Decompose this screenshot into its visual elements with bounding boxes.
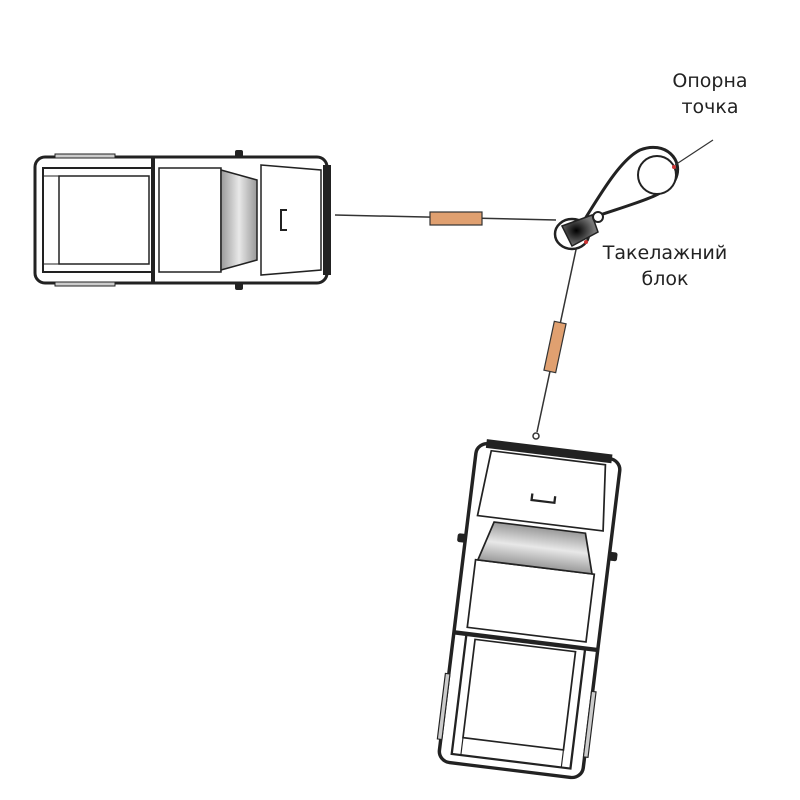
- truck-stuck: [33, 148, 333, 292]
- snatch-block-label: Такелажний блок: [590, 240, 740, 292]
- anchor-pointer-line: [674, 139, 714, 166]
- cable-damper-2: [543, 320, 567, 374]
- anchor-point-label: Опорна точка: [650, 68, 770, 120]
- pulley-label-line2: блок: [641, 268, 689, 290]
- anchor-label-line1: Опорна: [672, 70, 748, 92]
- pulley-label-line1: Такелажний: [602, 242, 728, 264]
- anchor-label-line2: точка: [681, 96, 739, 118]
- snatch-block: [553, 145, 679, 251]
- truck-winching: [430, 437, 629, 780]
- cable-damper-1: [429, 211, 483, 226]
